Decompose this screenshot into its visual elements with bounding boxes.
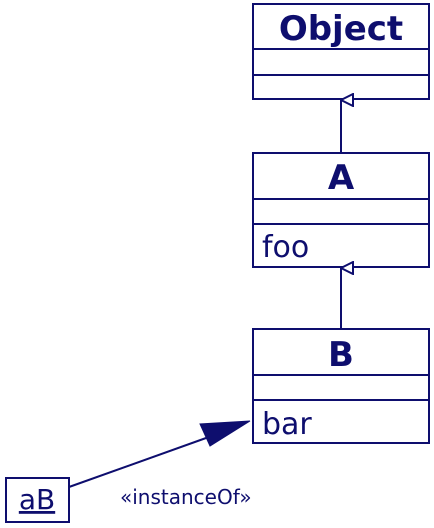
class-b-box — [252, 328, 430, 444]
instance-of-label: «instanceOf» — [120, 485, 252, 509]
instance-of-dependency — [68, 420, 251, 488]
instance-ab-box — [5, 477, 70, 523]
class-object[interactable]: Object — [252, 3, 430, 100]
instance-ab-name: aB — [19, 483, 55, 516]
class-a-methods: foo — [262, 230, 309, 265]
class-object-box — [252, 3, 430, 100]
class-a[interactable]: A foo — [252, 152, 430, 268]
instance-of-arrowhead — [199, 420, 251, 447]
class-b-methods: bar — [262, 407, 312, 442]
instance-ab[interactable]: aB — [5, 477, 70, 523]
class-b[interactable]: B bar — [252, 328, 430, 444]
class-a-name: A — [328, 158, 355, 198]
instance-of-line — [68, 432, 221, 488]
class-object-name: Object — [279, 9, 403, 49]
class-b-name: B — [328, 335, 354, 375]
